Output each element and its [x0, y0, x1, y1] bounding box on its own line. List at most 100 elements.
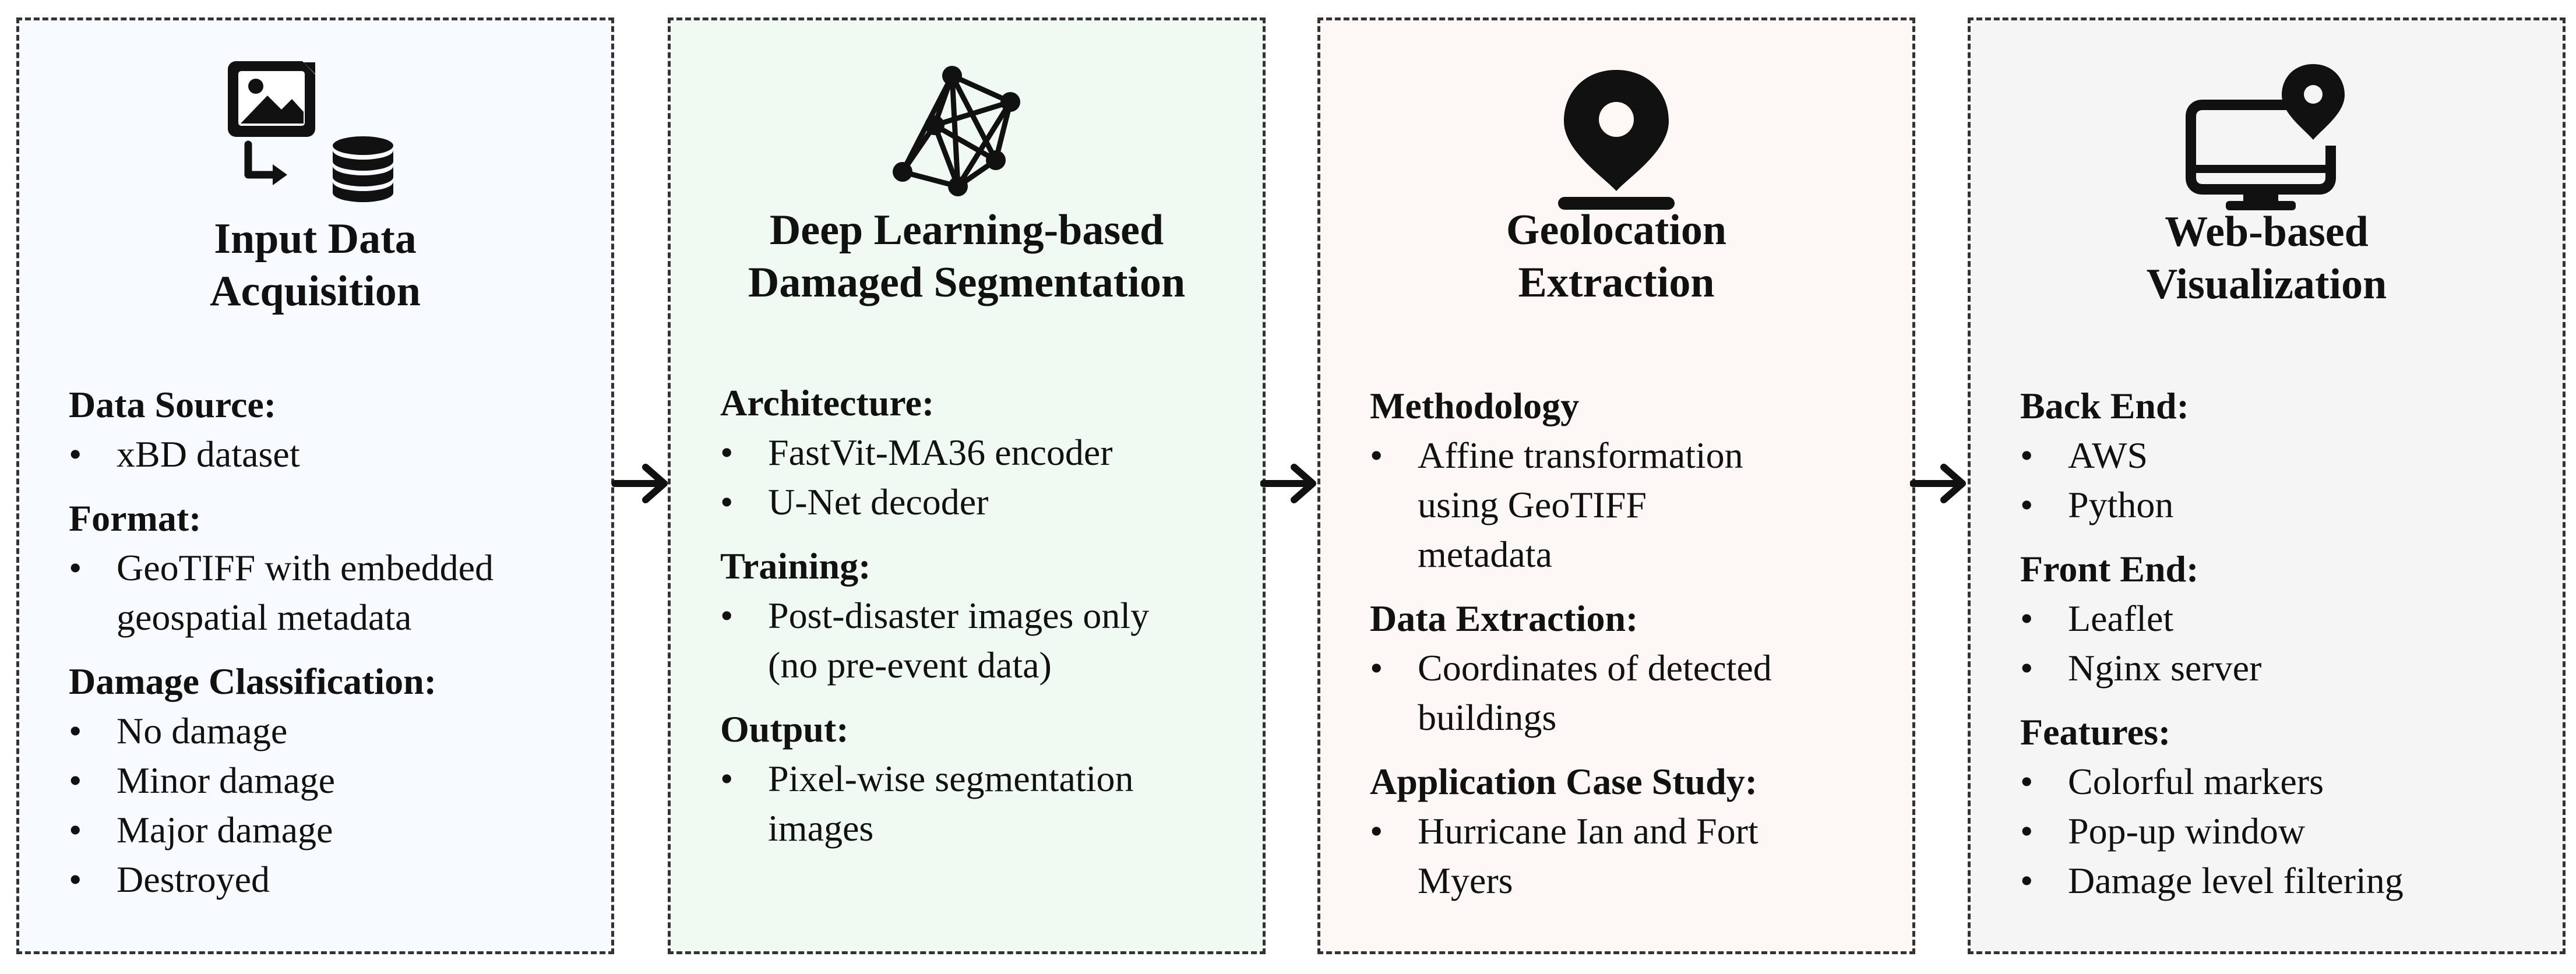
bullet-icon: •	[69, 710, 82, 751]
list-item: • Major damage	[69, 805, 594, 855]
section: Methodology • Affine transformation using …	[1370, 382, 1895, 579]
bullet-icon: •	[69, 433, 82, 475]
section-heading: Back End:	[2020, 385, 2189, 426]
list-item: • xBD dataset	[69, 429, 594, 479]
section: Training: • Post-disaster images only (no …	[720, 542, 1245, 690]
section-heading: Data Source:	[69, 384, 277, 425]
list-item-text: U-Net decoder	[768, 481, 989, 523]
section: Data Source: • xBD dataset	[69, 380, 594, 479]
list-item: • Python	[2020, 480, 2545, 530]
panel-web-visualization: Web-based Visualization Back End: • AWS • Py…	[1968, 17, 2566, 954]
panel-content: Architecture: • FastVit-MA36 encoder • U-Net…	[720, 379, 1245, 868]
section: Architecture: • FastVit-MA36 encoder • U-Net…	[720, 379, 1245, 527]
bullet-icon: •	[720, 481, 734, 523]
list-item-text: FastVit-MA36 encoder	[768, 432, 1113, 473]
list-item-text: Destroyed	[117, 859, 270, 900]
list-item-text: AWS	[2068, 435, 2148, 476]
bullet-icon: •	[1370, 435, 1383, 476]
bullet-icon: •	[2020, 435, 2034, 476]
list-item: • Post-disaster images only (no pre-event…	[720, 591, 1245, 690]
section: Features:•Colorful markers•Pop-up window…	[2020, 708, 2545, 905]
list-item-text: Post-disaster images only (no pre-event …	[768, 595, 1150, 686]
section-heading: Format:	[69, 497, 202, 539]
list-item: • Leaflet	[2020, 594, 2545, 643]
list-item-text: Colorful markers	[2068, 761, 2324, 802]
section: Back End: • AWS • Python	[2020, 382, 2545, 530]
list-item: • Destroyed	[69, 855, 594, 904]
bullet-icon: •	[69, 760, 82, 801]
panel-title: Deep Learning-based Damaged Segmentation	[748, 206, 1186, 306]
panel-input-data-acquisition: Input Data Acquisition Data Source: • xBD …	[16, 17, 614, 954]
list-item: • Colorful markers	[2020, 757, 2545, 806]
section-heading: Methodology	[1370, 385, 1580, 426]
section: Damage Classification: • No damage • Minor d…	[69, 657, 594, 904]
panel-deep-learning-segmentation: Deep Learning-based Damaged Segmentation…	[668, 17, 1266, 954]
list-item: • Coordinates of detected buildings	[1370, 643, 1895, 742]
bullet-icon: •	[2020, 810, 2034, 852]
list-item-text: Hurricane Ian and Fort Myers	[1418, 810, 1759, 901]
bullet-icon: •	[69, 809, 82, 851]
panel-title: Input Data Acquisition	[210, 215, 421, 315]
list-item: • AWS	[2020, 430, 2545, 480]
section: Data Extraction: • Coordinates of detected…	[1370, 594, 1895, 742]
bullet-icon: •	[1370, 647, 1383, 689]
section-heading: Data Extraction:	[1370, 598, 1638, 639]
section: Format: • GeoTIFF with embedded geospatial…	[69, 494, 594, 642]
list-item-text: Damage level filtering	[2068, 860, 2404, 901]
bullet-icon: •	[720, 595, 734, 636]
list-item-text: GeoTIFF with embedded geospatial metadat…	[117, 547, 494, 638]
monitor-location-icon	[2186, 64, 2345, 210]
section-heading: Architecture:	[720, 382, 935, 424]
list-item: • Affine transformation using GeoTIFF met…	[1370, 430, 1895, 579]
section-heading: Output:	[720, 708, 849, 750]
list-item: • Minor damage	[69, 756, 594, 805]
list-item-text: Affine transformation using GeoTIFF meta…	[1418, 435, 1743, 575]
panel-title: Geolocation Extraction	[1506, 206, 1727, 306]
section-heading: Front End:	[2020, 548, 2199, 590]
bullet-icon: •	[69, 859, 82, 900]
list-item: • FastVit-MA36 encoder	[720, 428, 1245, 477]
list-item: • Hurricane Ian and Fort Myers	[1370, 806, 1895, 905]
list-item-text: Leaflet	[2068, 598, 2174, 639]
section: Application Case Study: • Hurricane Ian an…	[1370, 757, 1895, 905]
arrow-right-icon	[612, 464, 668, 503]
bullet-icon: •	[2020, 484, 2034, 525]
panel-title: Web-based Visualization	[2146, 208, 2387, 308]
list-item: • Pop-up window	[2020, 806, 2545, 856]
panel-content: Methodology • Affine transformation using …	[1370, 382, 1895, 920]
list-item: • Damage level filtering	[2020, 856, 2545, 905]
list-item: • No damage	[69, 706, 594, 756]
list-item-text: Major damage	[117, 809, 333, 851]
arrow-right-icon	[1260, 464, 1316, 503]
list-item-text: No damage	[117, 710, 288, 751]
bullet-icon: •	[1370, 810, 1383, 852]
bullet-icon: •	[2020, 647, 2034, 689]
list-item: • Nginx server	[2020, 643, 2545, 693]
bullet-icon: •	[69, 547, 82, 588]
list-item-text: xBD dataset	[117, 433, 300, 475]
bullet-icon: •	[2020, 598, 2034, 639]
section: Output: • Pixel-wise segmentation images	[720, 705, 1245, 853]
list-item: • Pixel-wise segmentation images	[720, 754, 1245, 853]
list-item: • U-Net decoder	[720, 477, 1245, 527]
location-pin-icon	[1558, 70, 1675, 210]
list-item-text: Nginx server	[2068, 647, 2262, 689]
section-heading: Application Case Study:	[1370, 761, 1757, 802]
list-item-text: Coordinates of detected buildings	[1418, 647, 1772, 738]
arrow-right-icon	[1910, 464, 1966, 503]
neural-network-icon	[893, 66, 1020, 196]
list-item-text: Pixel-wise segmentation images	[768, 758, 1134, 849]
section-heading: Training:	[720, 545, 871, 587]
list-item-text: Python	[2068, 484, 2174, 525]
bullet-icon: •	[2020, 761, 2034, 802]
panel-geolocation-extraction: Geolocation Extraction Methodology • Affin…	[1317, 17, 1915, 954]
bullet-icon: •	[720, 432, 734, 473]
bullet-icon: •	[720, 758, 734, 799]
bullet-icon: •	[2020, 860, 2034, 901]
section-heading: Damage Classification:	[69, 661, 437, 702]
list-item-text: Minor damage	[117, 760, 335, 801]
list-item: • GeoTIFF with embedded geospatial metada…	[69, 543, 594, 642]
list-item-text: Pop-up window	[2068, 810, 2306, 852]
